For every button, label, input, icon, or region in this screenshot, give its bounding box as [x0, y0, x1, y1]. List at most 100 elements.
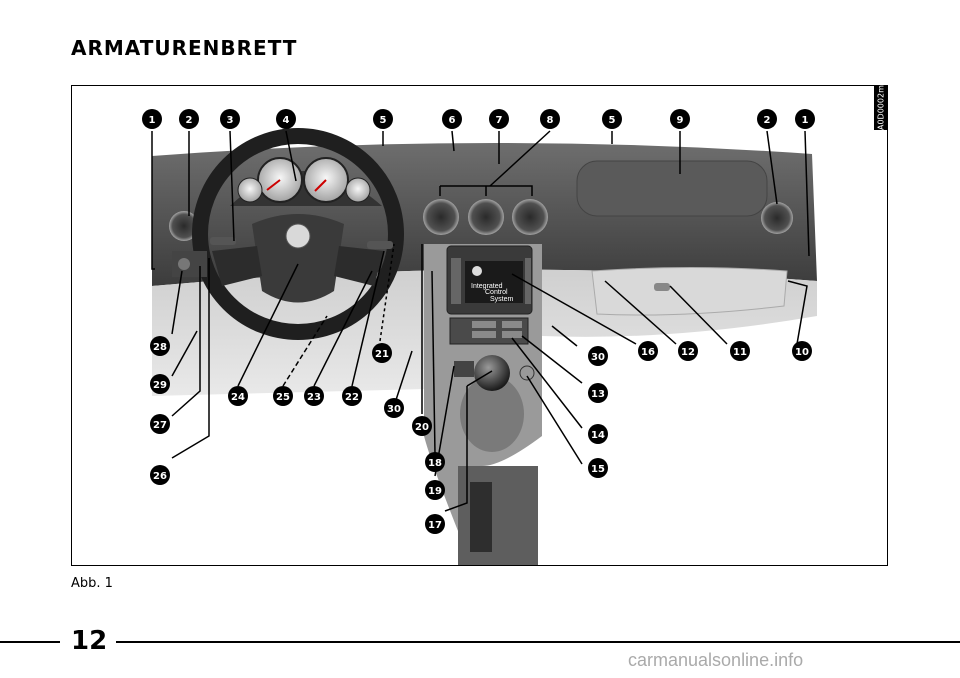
callout-21: 21: [372, 343, 392, 363]
dashboard-illustration: Integrated Control System: [142, 109, 817, 565]
callout-6: 6: [442, 109, 462, 129]
watermark-text: carmanualsonline.info: [628, 650, 804, 670]
svg-text:24: 24: [231, 392, 245, 403]
callout-16: 16: [638, 341, 658, 361]
callout-15: 15: [588, 458, 608, 478]
page-number: 12: [71, 626, 108, 656]
callout-9: 9: [670, 109, 690, 129]
svg-text:9: 9: [677, 115, 684, 126]
svg-text:15: 15: [591, 464, 605, 475]
gear-knob: [474, 355, 510, 391]
left-small-gauge: [237, 177, 263, 203]
steering-wheel-hub: [252, 214, 344, 303]
svg-text:2: 2: [186, 115, 193, 126]
right-side-vent: [761, 202, 793, 234]
svg-text:12: 12: [681, 347, 695, 358]
svg-text:22: 22: [345, 392, 359, 403]
console-slot: [470, 482, 492, 552]
svg-text:21: 21: [375, 349, 389, 360]
svg-text:3: 3: [227, 115, 234, 126]
svg-text:5: 5: [380, 115, 387, 126]
callout-1-right: 1: [795, 109, 815, 129]
svg-text:28: 28: [153, 342, 167, 353]
callout-2-right: 2: [757, 109, 777, 129]
callout-5-left: 5: [373, 109, 393, 129]
callout-18: 18: [425, 452, 445, 472]
callout-22: 22: [342, 386, 362, 406]
alfa-logo-wheel: [285, 223, 311, 249]
callout-23: 23: [304, 386, 324, 406]
svg-text:30: 30: [591, 352, 605, 363]
center-vent-right: [512, 199, 548, 235]
airbag-panel: [576, 160, 768, 217]
svg-text:6: 6: [449, 115, 456, 126]
ics-screen-line-1: Integrated: [471, 283, 503, 290]
page-title: ARMATURENBRETT: [71, 36, 298, 60]
svg-text:20: 20: [415, 422, 429, 433]
figure-caption: Abb. 1: [71, 576, 113, 591]
callout-19: 19: [425, 480, 445, 500]
svg-text:13: 13: [591, 389, 605, 400]
callout-4: 4: [276, 109, 296, 129]
callout-markers: 1 2 3 4 5 6 7 8 5 9 2 1 28 29 27 26 24 2…: [142, 109, 815, 534]
callout-7: 7: [489, 109, 509, 129]
callout-5-right: 5: [602, 109, 622, 129]
callout-24: 24: [228, 386, 248, 406]
alfa-logo-screen: [472, 266, 482, 276]
callout-30-right: 30: [588, 346, 608, 366]
ics-screen-line-3: System: [490, 296, 514, 303]
footer-rule-right: [116, 641, 960, 643]
left-stalk: [210, 237, 236, 245]
footer-rule-left: [0, 641, 60, 643]
glove-box: [591, 267, 788, 316]
callout-27: 27: [150, 414, 170, 434]
svg-text:11: 11: [733, 347, 747, 358]
figure-code-tag: A0D0002m: [874, 86, 888, 130]
switch-pair: [454, 361, 474, 377]
callout-11: 11: [730, 341, 750, 361]
svg-text:14: 14: [591, 430, 605, 441]
svg-text:26: 26: [153, 471, 167, 482]
callout-26: 26: [150, 465, 170, 485]
center-vent-left: [423, 199, 459, 235]
svg-text:29: 29: [153, 380, 167, 391]
console-control-knob: [519, 365, 535, 381]
svg-text:8: 8: [547, 115, 554, 126]
glove-handle: [654, 283, 670, 291]
callout-30-left: 30: [384, 398, 404, 418]
dashboard-figure: Integrated Control System: [71, 85, 888, 566]
svg-text:23: 23: [307, 392, 321, 403]
callout-1-left: 1: [142, 109, 162, 129]
callout-3: 3: [220, 109, 240, 129]
callout-25: 25: [273, 386, 293, 406]
svg-text:1: 1: [802, 115, 809, 126]
right-stalk: [367, 241, 393, 249]
callout-2-left: 2: [179, 109, 199, 129]
svg-text:2: 2: [764, 115, 771, 126]
svg-text:10: 10: [795, 347, 809, 358]
left-side-vent: [169, 211, 199, 241]
svg-text:5: 5: [609, 115, 616, 126]
callout-lines: [151, 130, 810, 512]
svg-text:30: 30: [387, 404, 401, 415]
callout-14: 14: [588, 424, 608, 444]
ics-screen-line-2: Control: [485, 289, 508, 296]
callout-12: 12: [678, 341, 698, 361]
svg-text:17: 17: [428, 520, 442, 531]
callout-8: 8: [540, 109, 560, 129]
right-small-gauge: [345, 177, 371, 203]
svg-text:7: 7: [496, 115, 503, 126]
svg-text:18: 18: [428, 458, 442, 469]
callout-28: 28: [150, 336, 170, 356]
callout-20: 20: [412, 416, 432, 436]
svg-text:1: 1: [149, 115, 156, 126]
svg-text:16: 16: [641, 347, 655, 358]
svg-text:4: 4: [283, 115, 290, 126]
center-vent-middle: [468, 199, 504, 235]
callout-13: 13: [588, 383, 608, 403]
callout-17: 17: [425, 514, 445, 534]
callout-29: 29: [150, 374, 170, 394]
gear-boot: [460, 376, 524, 452]
svg-text:27: 27: [153, 420, 167, 431]
svg-text:25: 25: [276, 392, 290, 403]
